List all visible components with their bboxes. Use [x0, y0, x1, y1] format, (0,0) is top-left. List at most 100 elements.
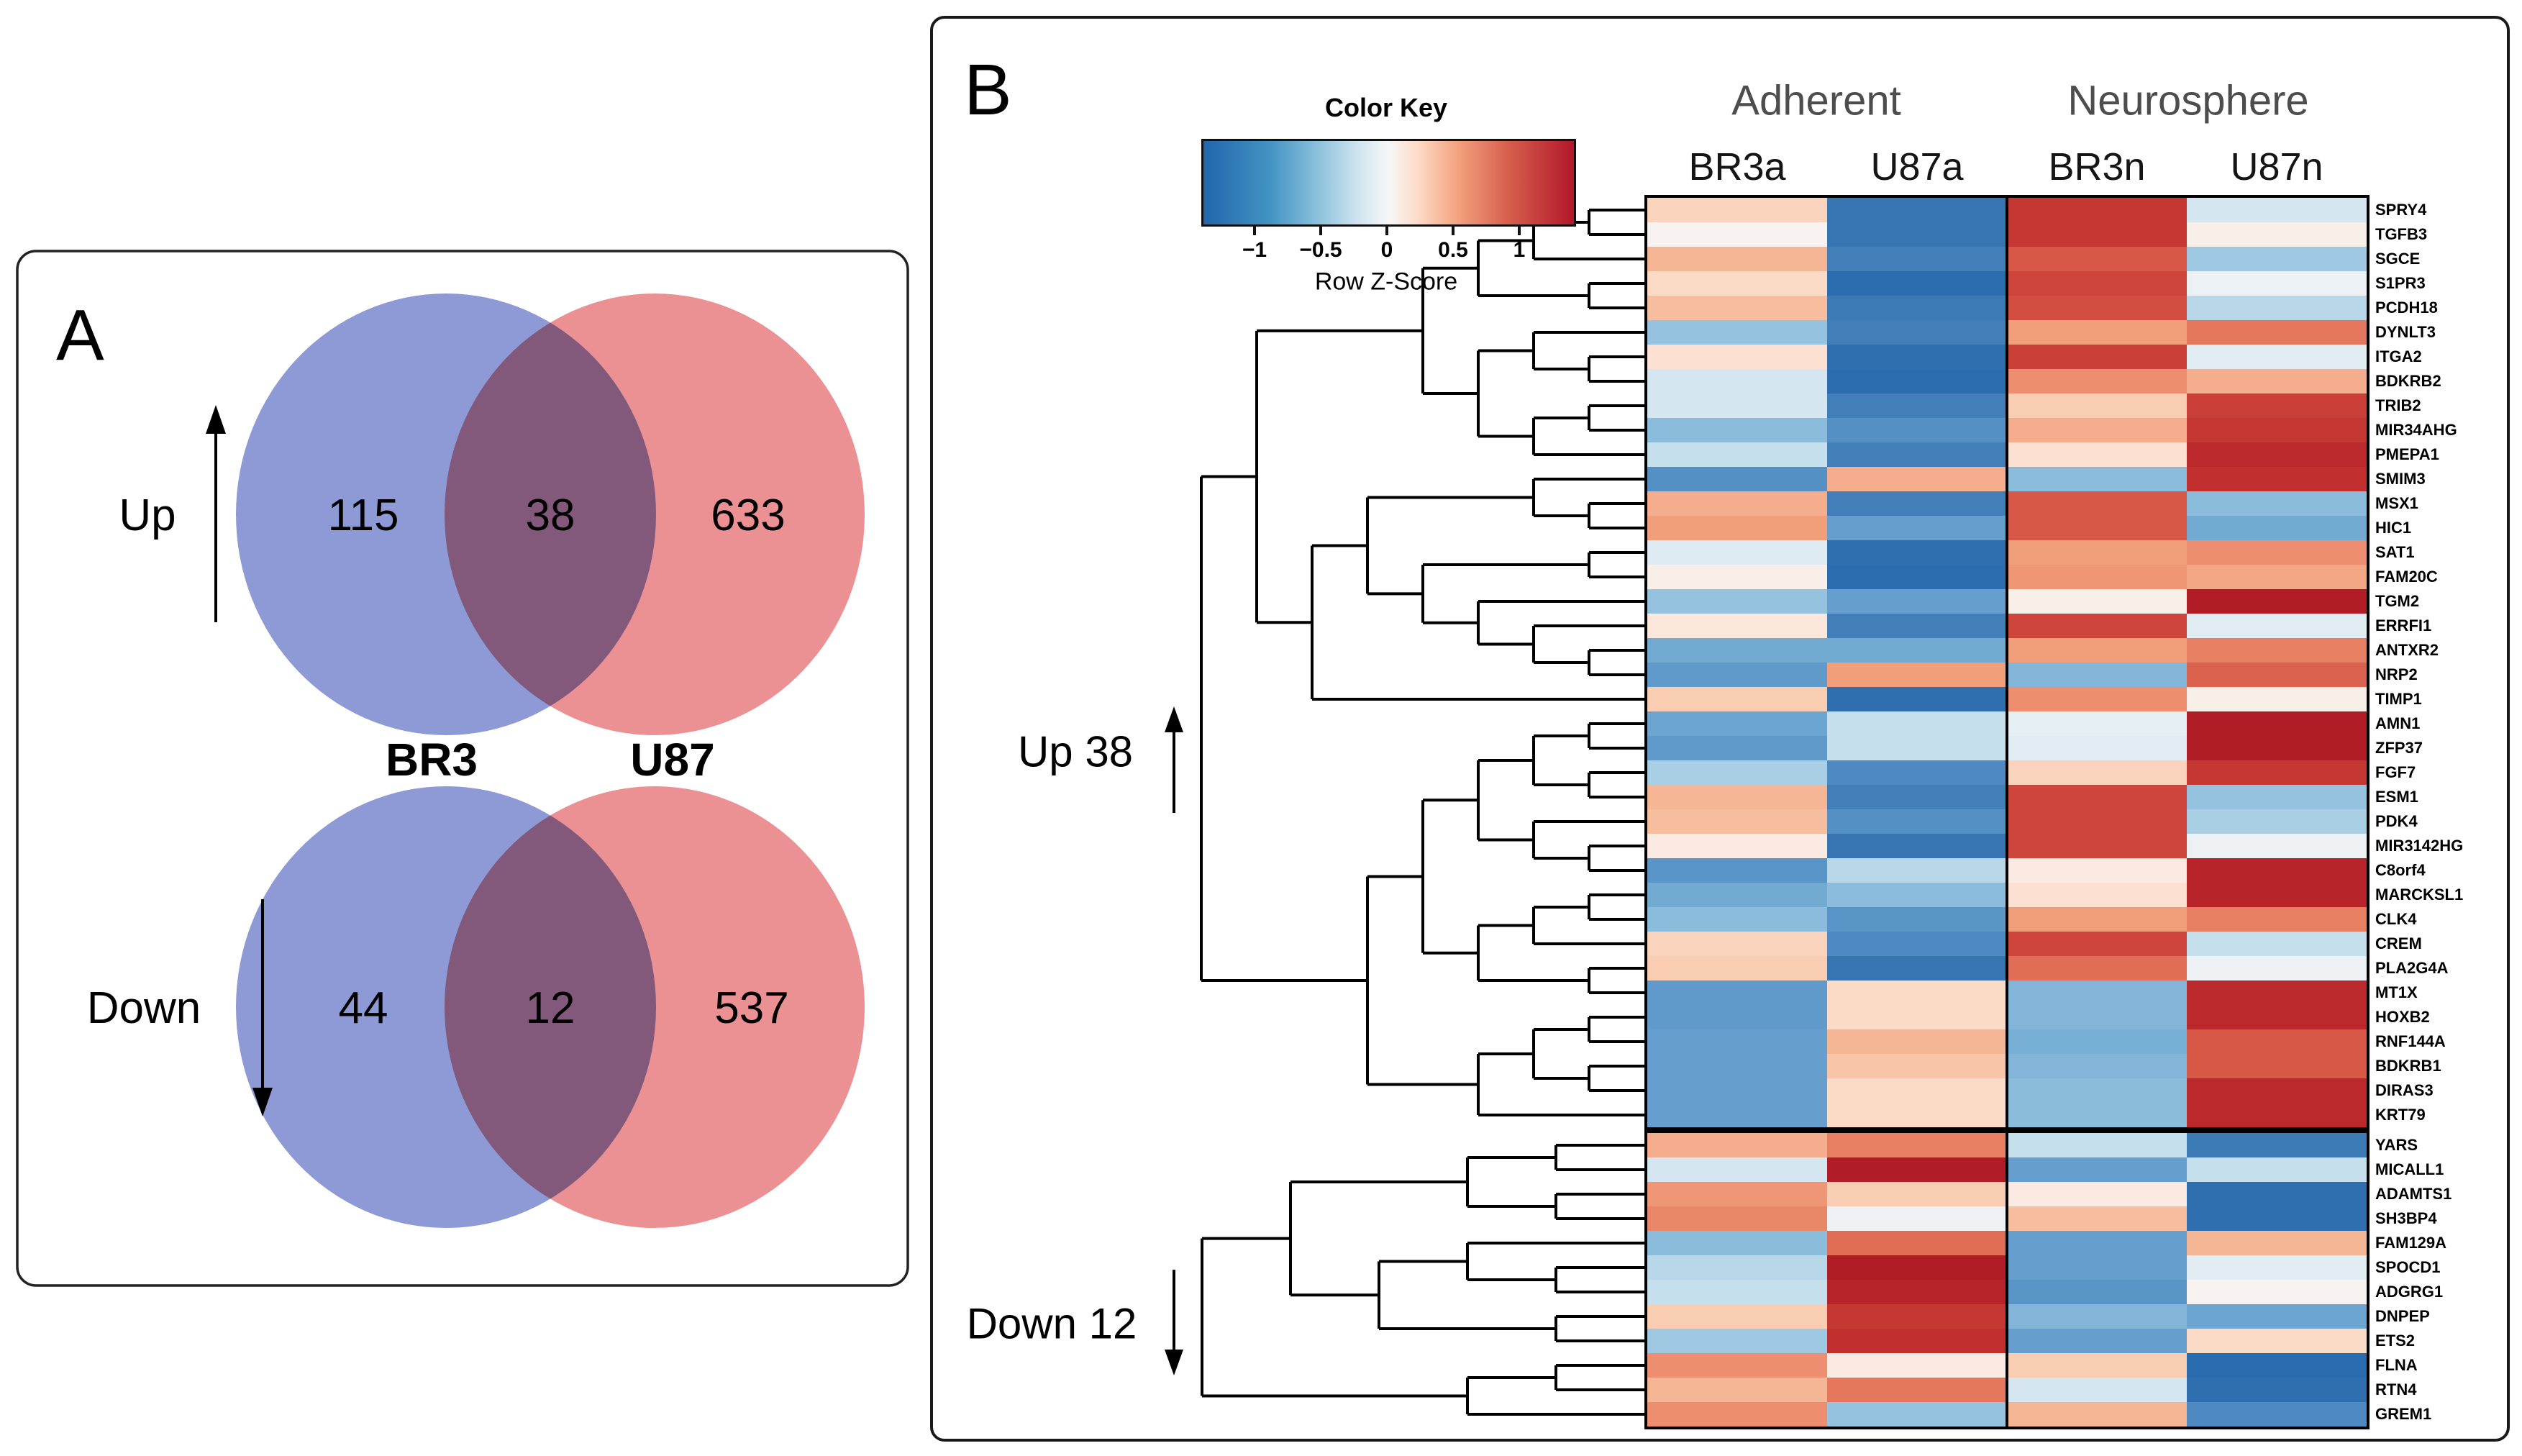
- heatmap-cell: [1827, 1103, 2007, 1127]
- gene-label: BDKRB2: [2375, 372, 2441, 390]
- heatmap-cell: [2187, 540, 2367, 565]
- heatmap-cell: [1827, 932, 2007, 956]
- heatmap-cell: [2007, 614, 2187, 638]
- heatmap-cell: [1827, 1054, 2007, 1078]
- heatmap-cell: [1647, 1206, 1827, 1231]
- heatmap-cell: [1647, 345, 1827, 369]
- heatmap-cell: [2187, 1005, 2367, 1029]
- heatmap-cell: [1647, 1054, 1827, 1078]
- heatmap-cell: [1647, 1304, 1827, 1329]
- heatmap-cell: [2187, 1054, 2367, 1078]
- gene-label: ZFP37: [2375, 739, 2423, 757]
- heatmap-cell: [2007, 491, 2187, 516]
- color-key-tick-label: 0: [1380, 238, 1393, 262]
- heatmap-cell: [1647, 1078, 1827, 1103]
- color-key-tick: [1385, 224, 1388, 235]
- heatmap-cell: [1647, 932, 1827, 956]
- group-header-neurosphere: Neurosphere: [2067, 77, 2309, 124]
- venn-down-left-count: 44: [339, 983, 388, 1033]
- heatmap-cell: [2007, 956, 2187, 980]
- heatmap-cell: [1647, 393, 1827, 418]
- heatmap-cell: [1647, 1133, 1827, 1157]
- heatmap-cell: [2007, 736, 2187, 760]
- heatmap-cell: [1827, 834, 2007, 858]
- heatmap-cell: [2007, 1231, 2187, 1255]
- heatmap-down-block: [1644, 1130, 2370, 1429]
- heatmap-cell: [2007, 883, 2187, 907]
- heatmap-cell: [1827, 271, 2007, 296]
- heatmap-cell: [1647, 1182, 1827, 1206]
- heatmap-cell: [2187, 222, 2367, 247]
- heatmap-cell: [2187, 809, 2367, 834]
- heatmap-cell: [1827, 1280, 2007, 1304]
- row-dendrogram: [1200, 209, 1646, 1416]
- heatmap-cell: [1647, 1402, 1827, 1427]
- gene-label: FAM20C: [2375, 568, 2438, 586]
- heatmap-cell: [1647, 907, 1827, 932]
- heatmap-cell: [2007, 711, 2187, 736]
- venn-up-direction-label: Up: [119, 491, 176, 540]
- gene-label: SH3BP4: [2375, 1209, 2437, 1227]
- heatmap-cell: [2187, 516, 2367, 540]
- gene-label: S1PR3: [2375, 274, 2426, 292]
- heatmap-cell: [2187, 198, 2367, 222]
- gene-label: MSX1: [2375, 494, 2418, 512]
- heatmap-cell: [1827, 345, 2007, 369]
- heatmap-cell: [2187, 638, 2367, 663]
- heatmap-group-separator: [2006, 198, 2008, 1127]
- venn-up-u87-circle: [445, 294, 865, 735]
- heatmap-cell: [2007, 320, 2187, 345]
- heatmap-cell: [2187, 1206, 2367, 1231]
- heatmap-cell: [1647, 1029, 1827, 1054]
- heatmap-cell: [1827, 491, 2007, 516]
- heatmap-cell: [2007, 247, 2187, 271]
- color-key-tick: [1319, 224, 1322, 235]
- heatmap-cell: [2007, 687, 2187, 711]
- heatmap-cell: [2007, 1402, 2187, 1427]
- heatmap-cell: [1647, 760, 1827, 785]
- heatmap-cell: [2187, 711, 2367, 736]
- column-header-u87a: U87a: [1870, 145, 1964, 188]
- gene-label: TGM2: [2375, 592, 2420, 610]
- color-key-tick-label: 0.5: [1438, 238, 1468, 262]
- heatmap-cell: [1647, 296, 1827, 320]
- heatmap-cell: [2007, 1255, 2187, 1280]
- venn-up-overlap-count: 38: [526, 491, 575, 540]
- heatmap-cell: [2007, 858, 2187, 883]
- heatmap-cell: [2007, 1054, 2187, 1078]
- heatmap-cell: [1827, 1133, 2007, 1157]
- gene-label: PLA2G4A: [2375, 959, 2449, 977]
- heatmap-cell: [2007, 1329, 2187, 1353]
- heatmap-cell: [1827, 809, 2007, 834]
- heatmap-cell: [2007, 393, 2187, 418]
- gene-label: DNPEP: [2375, 1307, 2430, 1325]
- heatmap-cell: [1647, 883, 1827, 907]
- heatmap-cell: [2187, 369, 2367, 393]
- gene-label: NRP2: [2375, 665, 2418, 683]
- heatmap-cell: [1827, 393, 2007, 418]
- heatmap-cell: [2187, 687, 2367, 711]
- gene-label: BDKRB1: [2375, 1057, 2441, 1075]
- heatmap-cell: [2007, 540, 2187, 565]
- heatmap-cell: [2187, 907, 2367, 932]
- heatmap-cell: [1827, 222, 2007, 247]
- heatmap-cell: [1647, 711, 1827, 736]
- heatmap-cell: [1827, 638, 2007, 663]
- heatmap-cell: [2187, 1231, 2367, 1255]
- heatmap-cell: [1827, 1029, 2007, 1054]
- heatmap-cell: [2007, 1182, 2187, 1206]
- heatmap-cell: [2007, 785, 2187, 809]
- heatmap-cell: [2187, 1078, 2367, 1103]
- gene-label: SGCE: [2375, 250, 2421, 268]
- panel-b-border: [930, 16, 2510, 1442]
- heatmap-cell: [2007, 932, 2187, 956]
- heatmap-cell: [2187, 1255, 2367, 1280]
- heatmap-cell: [2187, 345, 2367, 369]
- heatmap-cell: [1647, 565, 1827, 589]
- gene-label: ANTXR2: [2375, 641, 2439, 659]
- heatmap-cell: [2187, 1182, 2367, 1206]
- heatmap-cell: [1827, 198, 2007, 222]
- heatmap-cell: [1827, 907, 2007, 932]
- heatmap-cell: [1827, 956, 2007, 980]
- heatmap-cell: [1827, 883, 2007, 907]
